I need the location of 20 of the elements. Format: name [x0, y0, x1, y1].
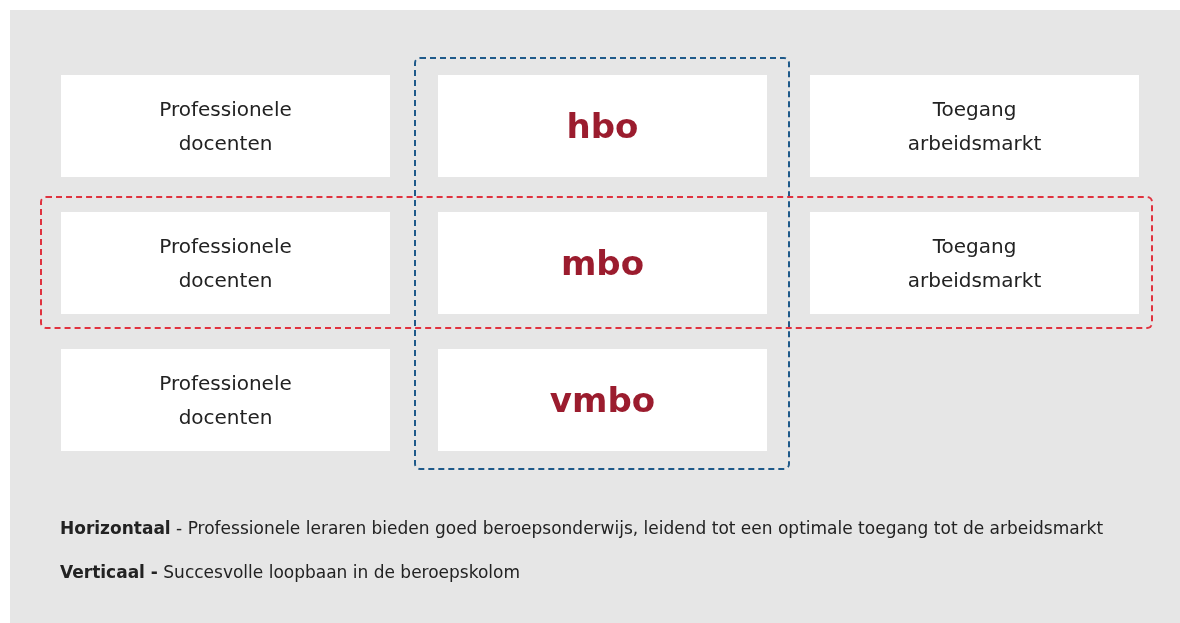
text-box: [61, 75, 390, 177]
text-box: [61, 212, 390, 314]
box-label: Toegang arbeidsmarkt: [906, 233, 1043, 294]
box-label: Professionele docenten: [158, 233, 293, 294]
legend-note: Horizontaal - Professionele leraren bieden goed beroepsonderwijs, leidend tot een optimale toegang tot de arbeidsmarkt: [60, 518, 1104, 538]
dashed-frame: [40, 196, 1153, 329]
legend-note: Verticaal - Succesvolle loopbaan in de beroepskolom: [60, 562, 521, 582]
level-label: vmbo: [549, 380, 656, 420]
level-box: [438, 212, 767, 314]
level-box: [438, 75, 767, 177]
box-label: Professionele docenten: [158, 370, 293, 431]
level-box: [438, 349, 767, 451]
text-box: [810, 212, 1139, 314]
level-label: hbo: [566, 106, 639, 146]
text-box: [810, 75, 1139, 177]
level-label: mbo: [560, 243, 645, 283]
text-box: [61, 349, 390, 451]
box-label: Professionele docenten: [158, 96, 293, 157]
dashed-frame: [414, 57, 790, 470]
box-label: Toegang arbeidsmarkt: [906, 96, 1043, 157]
